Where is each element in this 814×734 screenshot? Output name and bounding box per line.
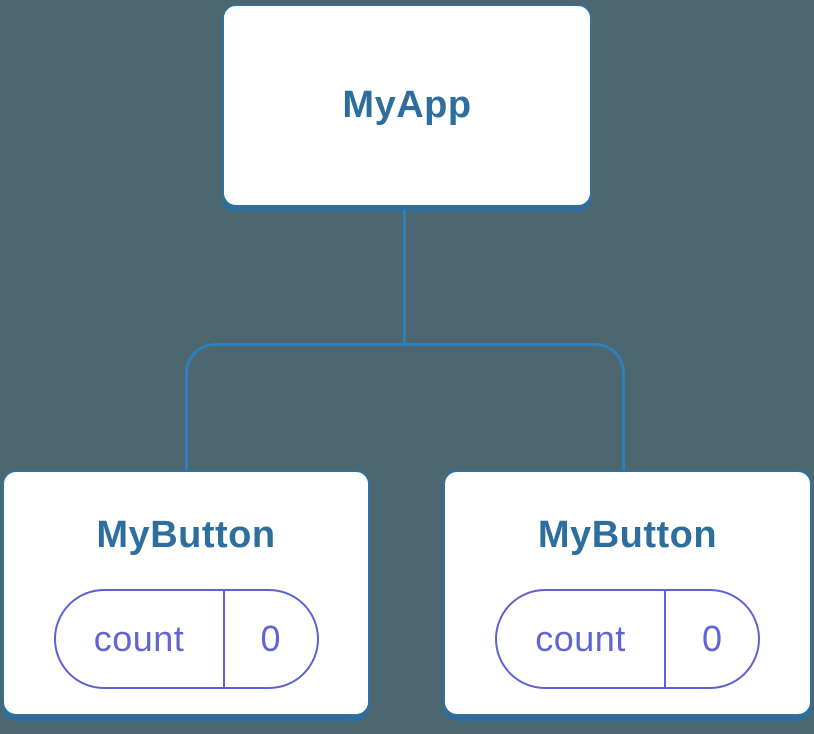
component-node-mybutton-right: MyButton count 0 [443, 470, 812, 716]
component-label: MyButton [537, 514, 718, 556]
state-key: count [497, 590, 667, 687]
tree-connector-stem [403, 210, 406, 345]
tree-connector-bracket [185, 343, 625, 470]
state-pill: count 0 [495, 588, 760, 689]
component-label: MyButton [96, 514, 276, 556]
state-value: 0 [702, 617, 723, 659]
component-node-mybutton-left: MyButton count 0 [2, 470, 370, 716]
state-key: count [56, 590, 225, 687]
state-pill: count 0 [53, 588, 319, 689]
component-node-myapp: MyApp [222, 4, 592, 207]
state-value: 0 [260, 617, 281, 659]
component-label: MyApp [342, 83, 472, 126]
